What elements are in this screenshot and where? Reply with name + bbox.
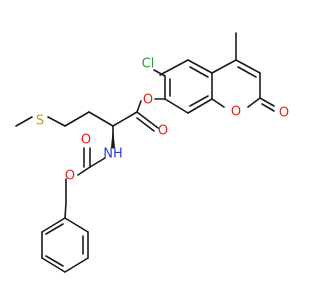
stereo-wedge bbox=[111, 126, 115, 148]
atom-o-carbamate-carbonyl: O bbox=[81, 133, 91, 148]
atom-cl: Cl bbox=[142, 57, 155, 72]
atom-s: S bbox=[36, 114, 44, 129]
atom-label-layer: Cl O O O O S NH O O bbox=[36, 57, 289, 184]
bond-layer bbox=[15, 32, 275, 273]
atom-o-lactone-carbonyl: O bbox=[279, 106, 289, 121]
molecule-structure: Cl O O O O S NH O O bbox=[15, 32, 289, 273]
atom-o-carbamate: O bbox=[65, 169, 75, 184]
atom-o-ester: O bbox=[143, 93, 153, 108]
atom-nh: NH bbox=[103, 147, 123, 162]
atom-o-ester-carbonyl: O bbox=[158, 124, 168, 139]
atom-o-ring: O bbox=[231, 105, 241, 120]
